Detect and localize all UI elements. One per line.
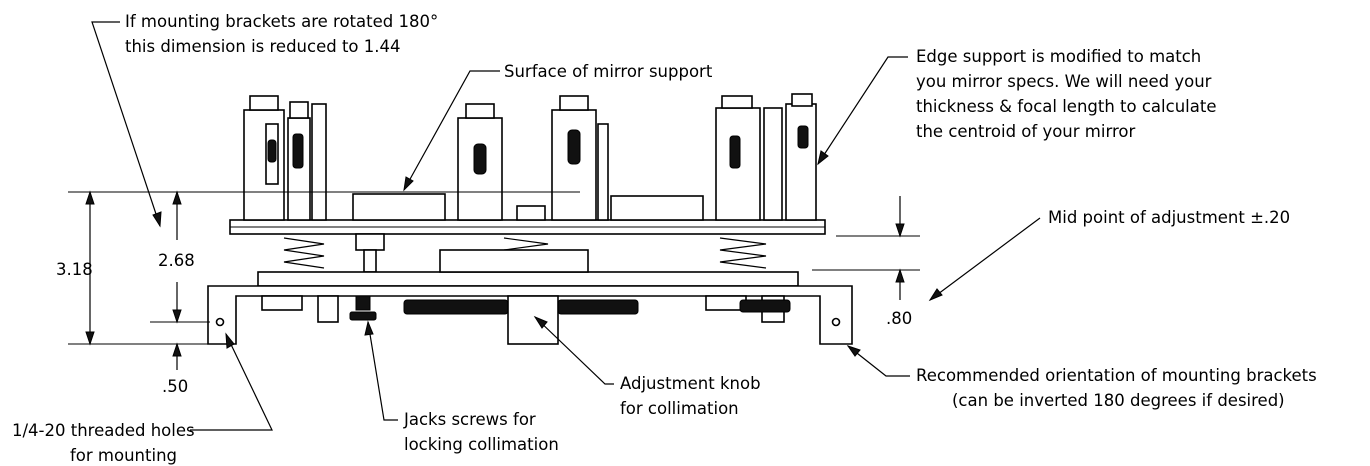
dim-mirror-surface: 2.68 <box>158 251 195 270</box>
mounting-hole <box>215 317 225 327</box>
lower-plate <box>257 271 799 287</box>
edge-note-line4: the centroid of your mirror <box>916 122 1135 141</box>
edge-support-right <box>715 93 817 221</box>
edge-note-line3: thickness & focal length to calculate <box>916 97 1216 116</box>
mirror-support-pad <box>610 195 704 221</box>
annotations: If mounting brackets are rotated 180° th… <box>12 12 1317 465</box>
mirror-support-pad <box>352 193 446 221</box>
mounting-hole <box>831 317 841 327</box>
holes-note-line2: for mounting <box>70 446 177 465</box>
edge-support-center <box>457 95 609 221</box>
jacks-note-line1: Jacks screws for <box>403 410 536 429</box>
recommended-note-line1: Recommended orientation of mounting brac… <box>916 366 1317 385</box>
dimension-lines <box>68 190 920 370</box>
mounting-bracket <box>207 285 853 345</box>
dim-hole-height: .50 <box>162 377 188 396</box>
rotate-note-line1: If mounting brackets are rotated 180° <box>125 12 438 31</box>
dim-overall-height: 3.18 <box>56 260 93 279</box>
edge-support-left <box>243 95 327 221</box>
surface-note: Surface of mirror support <box>504 62 713 81</box>
edge-note-line2: you mirror specs. We will need your <box>916 72 1212 91</box>
holes-note-line1: 1/4-20 threaded holes <box>12 421 195 440</box>
knob-note-line2: for collimation <box>620 399 739 418</box>
mirror-cell-assembly <box>207 93 853 345</box>
knob-note-line1: Adjustment knob <box>620 374 761 393</box>
edge-note-line1: Edge support is modified to match <box>916 47 1201 66</box>
dim-adjustment-gap: .80 <box>886 309 912 328</box>
leader-lines <box>91 21 1041 431</box>
recommended-note-line2: (can be inverted 180 degrees if desired) <box>952 391 1285 410</box>
midpoint-note: Mid point of adjustment ±.20 <box>1048 208 1290 227</box>
jacks-note-line2: locking collimation <box>404 435 559 454</box>
rotate-note-line2: this dimension is reduced to 1.44 <box>125 37 401 56</box>
jack-screw <box>355 295 371 311</box>
adjustment-knob <box>507 295 559 345</box>
